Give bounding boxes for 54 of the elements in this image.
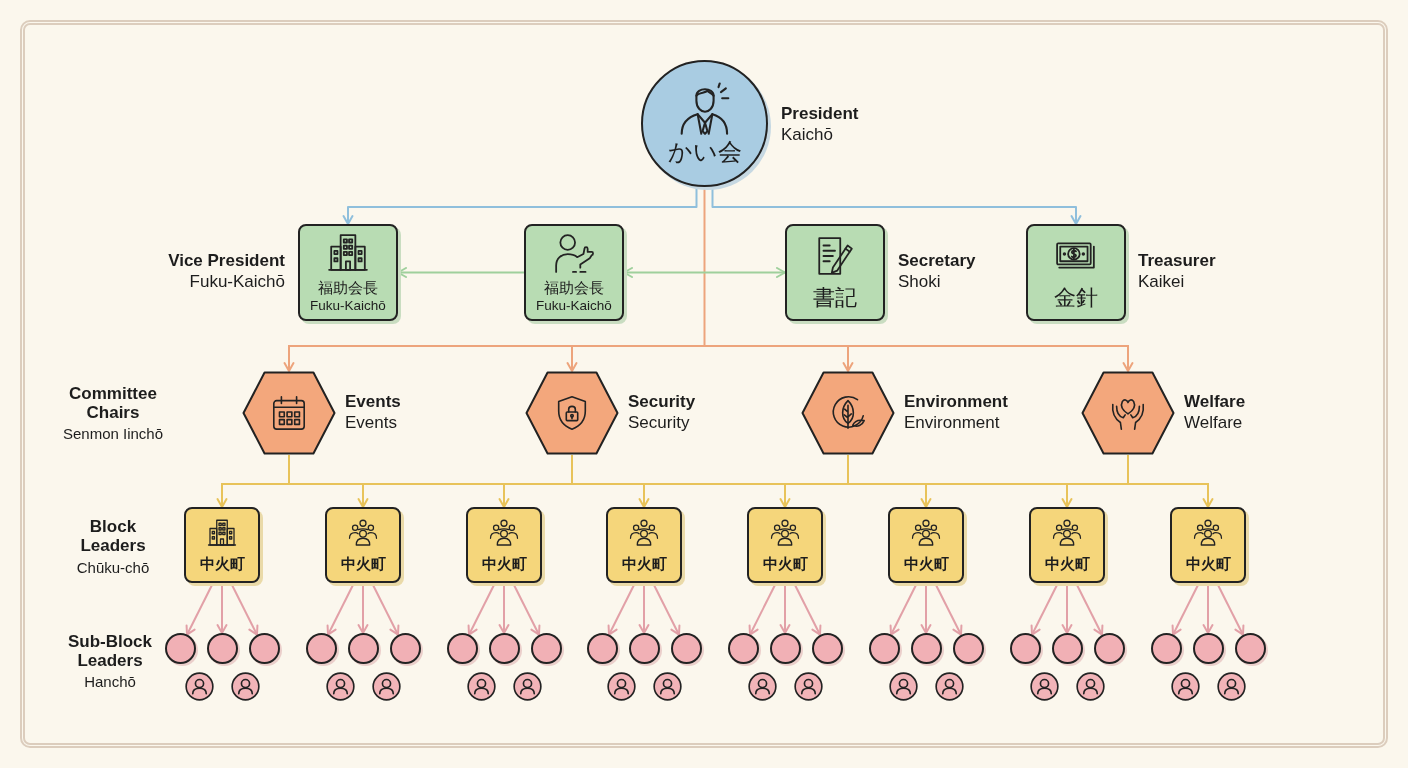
role-reading: Environment — [904, 412, 1000, 433]
role-reading: Kaikei — [1138, 271, 1185, 292]
tier-reading: Senmon Iinchō — [62, 424, 164, 444]
role-name: Welfare — [1184, 391, 1246, 412]
officer-card — [524, 224, 624, 321]
role-reading: Shoki — [898, 271, 941, 292]
role-name: Environment — [904, 391, 1008, 412]
block-card — [184, 507, 260, 583]
role-reading: Security — [628, 412, 690, 433]
committee-hexagon — [525, 371, 619, 455]
role-name: Vice President — [168, 250, 285, 271]
block-card — [747, 507, 823, 583]
role-name: Events — [345, 391, 401, 412]
block-card — [466, 507, 542, 583]
tier-reading: Hanchō — [84, 672, 136, 692]
officer-card — [1026, 224, 1126, 321]
role-title: 中火町 — [1044, 553, 1090, 573]
role-reading: Welfare — [1184, 412, 1243, 433]
block-card — [606, 507, 682, 583]
role-name: Secretary — [898, 250, 976, 271]
block-card — [888, 507, 964, 583]
role-title: 中火町 — [903, 553, 949, 573]
officer-card — [298, 224, 398, 321]
tier-label: Sub-Block Leaders — [66, 632, 154, 670]
role-title: 中火町 — [621, 553, 667, 573]
role-reading: Fuku-Kaichō — [536, 296, 612, 314]
committee-hexagon — [801, 371, 895, 455]
role-name: Security — [628, 391, 696, 412]
role-name: President — [781, 103, 859, 124]
branching-arrow — [216, 454, 1214, 508]
committee-hexagon — [242, 371, 336, 455]
role-reading: Kaichō — [781, 124, 833, 145]
role-title: 中火町 — [340, 553, 386, 573]
role-title: かい会 — [667, 136, 742, 167]
role-title: 福助会長 — [544, 278, 604, 297]
role-title: 中火町 — [1185, 553, 1231, 573]
block-card — [1029, 507, 1105, 583]
block-card — [325, 507, 401, 583]
committee-hexagon — [1081, 371, 1175, 455]
role-title: 金針 — [1054, 284, 1098, 311]
tier-label: Block Leaders — [79, 517, 147, 555]
block-card — [1170, 507, 1246, 583]
officer-card — [785, 224, 885, 321]
tier-label: Committee Chairs — [68, 384, 158, 422]
role-reading: Fuku-Kaichō — [310, 296, 386, 314]
role-reading: Events — [345, 412, 397, 433]
role-title: 福助会長 — [318, 278, 378, 297]
role-title: 中火町 — [762, 553, 808, 573]
role-title: 書記 — [813, 284, 857, 311]
role-title: 中火町 — [481, 553, 527, 573]
role-name: Treasurer — [1138, 250, 1216, 271]
tier-reading: Chūku-chō — [76, 558, 150, 578]
role-title: 中火町 — [199, 553, 245, 573]
role-reading: Fuku-Kaichō — [189, 271, 285, 292]
